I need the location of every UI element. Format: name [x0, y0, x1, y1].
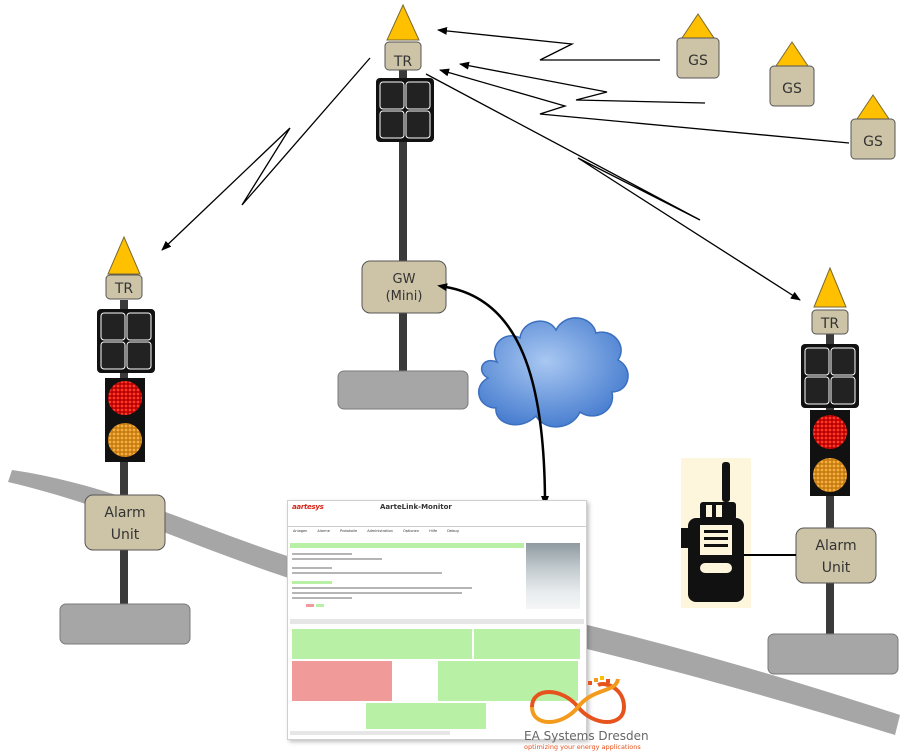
monitor-header: aartesys AarteLink-Monitor [288, 501, 586, 515]
monitor-text-line [292, 572, 442, 574]
monitor-menu-item: Optionen [403, 529, 420, 533]
gw-box [361, 260, 447, 314]
monitor-green-tag [292, 581, 332, 584]
ea-logo-mark [530, 676, 627, 724]
left-amber-light [108, 423, 142, 457]
monitor-panel-red [292, 661, 392, 701]
top-tr-box [384, 41, 422, 71]
monitor-title: AarteLink-Monitor [380, 503, 452, 511]
top-pole [399, 70, 407, 380]
right-solar-panel [801, 344, 859, 408]
monitor-menu-item: Administration [367, 529, 393, 533]
top-antenna-triangle [386, 3, 420, 41]
right-tower: TR Alarm Unit [767, 266, 899, 675]
left-antenna-triangle [107, 235, 141, 275]
monitor-red-tag [306, 604, 314, 607]
gs-2-label: GS [782, 81, 802, 97]
monitor-tab-bar [290, 619, 584, 624]
left-tr-box [105, 274, 143, 300]
top-solar-panel [376, 78, 434, 142]
left-base [59, 603, 191, 645]
top-base [337, 370, 469, 410]
top-tr-label: TR [393, 54, 413, 70]
link-gs3-to-top [439, 68, 850, 144]
gw-label-line2: (Mini) [386, 289, 423, 304]
gw-label-line1: GW [393, 272, 416, 287]
left-alarm-line2: Unit [111, 527, 140, 543]
right-alarm-line1: Alarm [815, 538, 856, 554]
monitor-screenshot: aartesys AarteLink-Monitor Anlagen Alarm… [287, 500, 587, 740]
monitor-menu-item: Anlagen [293, 529, 308, 533]
link-gs2-to-top [459, 61, 706, 104]
right-tr-label: TR [820, 316, 840, 332]
link-top-to-left [161, 57, 371, 251]
monitor-menu-item: Hilfe [429, 529, 438, 533]
link-top-to-right [425, 73, 801, 301]
monitor-panel-green [366, 703, 486, 729]
left-alarm-line1: Alarm [104, 505, 145, 521]
right-amber-light [813, 458, 847, 492]
gs-station-1: GS [676, 13, 720, 79]
monitor-menu-item: Alarme [317, 529, 330, 533]
left-solar-panel [97, 309, 155, 373]
ea-name: EA Systems Dresden [524, 729, 649, 743]
left-tower: TR Alarm Unit [59, 235, 191, 645]
left-tr-label: TR [114, 281, 134, 297]
right-antenna-triangle [813, 266, 847, 308]
link-gw-to-monitor [437, 283, 549, 506]
ea-tagline: optimizing your energy applications [524, 743, 641, 751]
gs-1-label: GS [688, 53, 708, 69]
monitor-text-line [292, 592, 462, 594]
monitor-text-line [292, 553, 352, 555]
right-tr-box [811, 309, 849, 335]
gs-station-2: GS [769, 41, 815, 107]
cloud-icon [478, 317, 629, 428]
right-red-light [813, 415, 847, 449]
left-red-light [108, 381, 142, 415]
handheld-radio-icon [681, 458, 751, 608]
monitor-text-line [292, 558, 382, 560]
monitor-menu-item: Debug [447, 529, 459, 533]
right-base [767, 633, 899, 675]
right-alarm-line2: Unit [822, 560, 851, 576]
monitor-green-tag [316, 604, 324, 607]
left-alarm-box [84, 494, 166, 551]
top-tower: TR GW (Mini) [337, 3, 469, 410]
gs-3-label: GS [863, 134, 883, 150]
link-gs1-to-top [437, 26, 660, 61]
monitor-menu-item: Protokolle [339, 529, 358, 533]
monitor-panel-green [474, 629, 580, 659]
monitor-text-line [292, 597, 352, 599]
monitor-text-line [292, 567, 332, 569]
monitor-photo [526, 543, 580, 609]
monitor-status-bar [290, 543, 524, 548]
monitor-text-line [292, 587, 472, 589]
gs-station-3: GS [850, 94, 896, 160]
monitor-menu: Anlagen Alarme Protokolle Administration… [288, 517, 586, 533]
monitor-footer-bar [290, 731, 450, 735]
ea-systems-logo: EA Systems Dresden optimizing your energ… [518, 675, 649, 755]
monitor-panel-green [292, 629, 472, 659]
monitor-logo: aartesys [292, 503, 324, 511]
